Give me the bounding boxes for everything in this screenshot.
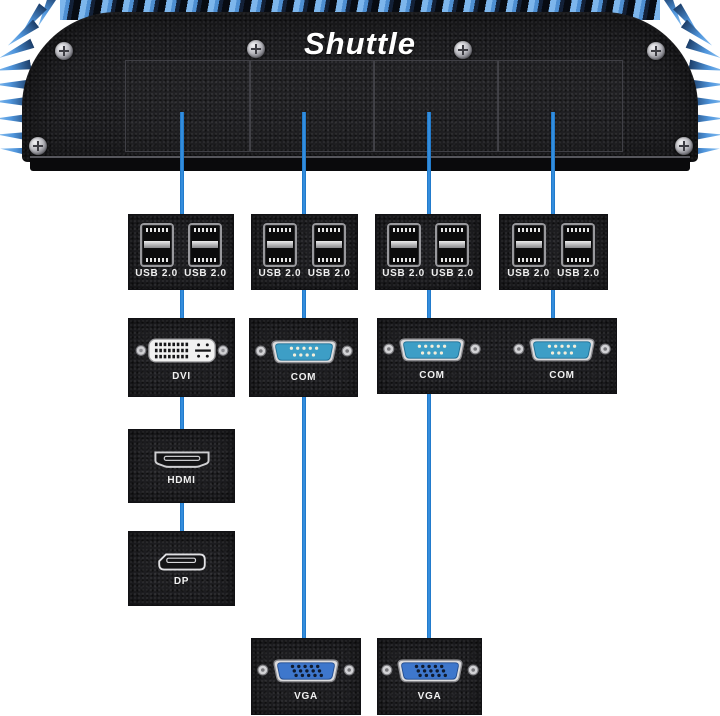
hdmi-port-label: HDMI bbox=[167, 474, 196, 486]
usb-port-unit: USB 2.0 bbox=[431, 225, 474, 279]
usb-port-icon bbox=[264, 225, 295, 265]
usb-port-unit: USB 2.0 bbox=[184, 225, 227, 279]
vga-port-label: VGA bbox=[417, 690, 442, 702]
option-box-usb-3: USB 2.0 USB 2.0 bbox=[376, 215, 480, 289]
option-box-hdmi: HDMI bbox=[129, 430, 234, 502]
heatsink-fin-icon bbox=[690, 96, 720, 107]
heatsink-fin-icon bbox=[690, 79, 720, 90]
dvi-port-label: DVI bbox=[172, 371, 191, 382]
option-box-usb-4: USB 2.0 USB 2.0 bbox=[500, 215, 607, 289]
vga-port-unit: VGA bbox=[256, 652, 356, 702]
option-box-dvi: DVI bbox=[129, 319, 234, 396]
usb-port-label: USB 2.0 bbox=[382, 268, 425, 279]
dp-port-icon bbox=[157, 552, 206, 571]
option-box-usb-2: USB 2.0 USB 2.0 bbox=[252, 215, 357, 289]
option-box-com-2: COM bbox=[250, 319, 357, 396]
connector-line bbox=[302, 289, 306, 321]
usb-port-unit: USB 2.0 bbox=[308, 225, 351, 279]
usb-port-label: USB 2.0 bbox=[507, 268, 550, 279]
usb-port-unit: USB 2.0 bbox=[135, 225, 178, 279]
usb-port-icon bbox=[314, 225, 345, 265]
usb-port-icon bbox=[190, 225, 221, 265]
com-port-label: COM bbox=[290, 371, 317, 383]
screw-icon bbox=[647, 42, 665, 60]
connector-line bbox=[427, 112, 431, 215]
option-box-dp: DP bbox=[129, 532, 234, 605]
device-body: Shuttle bbox=[22, 12, 698, 162]
expansion-slot-4 bbox=[497, 60, 623, 152]
screw-icon bbox=[55, 42, 73, 60]
usb-port-icon bbox=[141, 225, 172, 265]
connector-line bbox=[180, 112, 184, 215]
usb-port-icon bbox=[563, 225, 594, 265]
usb-port-unit: USB 2.0 bbox=[507, 225, 550, 279]
com-port-label: COM bbox=[419, 370, 445, 381]
connector-line bbox=[180, 502, 184, 532]
vga-port-unit: VGA bbox=[380, 652, 480, 702]
device-base bbox=[30, 156, 690, 171]
option-box-vga-3: VGA bbox=[378, 639, 481, 714]
com-port-icon bbox=[254, 339, 353, 363]
expansion-slot-1 bbox=[125, 60, 251, 152]
usb-port-label: USB 2.0 bbox=[307, 268, 351, 279]
com-port-unit: COM bbox=[254, 333, 354, 383]
connector-line bbox=[551, 112, 555, 215]
usb-port-unit: USB 2.0 bbox=[382, 225, 425, 279]
dvi-port-unit: DVI bbox=[134, 333, 230, 382]
option-box-vga-2: VGA bbox=[252, 639, 360, 714]
com-port-unit: COM bbox=[382, 331, 482, 381]
screw-icon bbox=[29, 137, 47, 155]
brand-logo: Shuttle bbox=[303, 26, 417, 61]
dvi-port-icon bbox=[135, 338, 228, 363]
usb-port-label: USB 2.0 bbox=[135, 268, 178, 279]
screw-icon bbox=[247, 40, 265, 58]
vga-port-icon bbox=[257, 658, 355, 682]
usb-port-label: USB 2.0 bbox=[184, 268, 227, 279]
com-port-label: COM bbox=[549, 370, 575, 381]
screw-icon bbox=[454, 41, 472, 59]
hdmi-port-icon bbox=[153, 450, 210, 468]
connector-line bbox=[302, 392, 306, 639]
usb-port-icon bbox=[388, 225, 419, 265]
option-box-usb-1: USB 2.0 USB 2.0 bbox=[129, 215, 233, 289]
screw-icon bbox=[675, 137, 693, 155]
connector-line bbox=[302, 112, 306, 215]
com-port-icon bbox=[513, 338, 611, 362]
vga-port-icon bbox=[380, 658, 479, 682]
usb-port-label: USB 2.0 bbox=[258, 268, 302, 279]
connector-line bbox=[427, 393, 431, 639]
usb-port-label: USB 2.0 bbox=[557, 268, 600, 279]
heatsink-fin-icon bbox=[0, 96, 30, 107]
dp-port-label: DP bbox=[173, 575, 190, 587]
connector-line bbox=[180, 289, 184, 319]
usb-port-icon bbox=[513, 225, 544, 265]
vga-port-label: VGA bbox=[294, 690, 318, 702]
heatsink-fin-icon bbox=[689, 113, 720, 124]
connector-line bbox=[551, 289, 555, 319]
com-port-unit: COM bbox=[512, 331, 612, 381]
heatsink-fin-icon bbox=[0, 113, 31, 124]
option-box-com-34: COM COM bbox=[378, 319, 616, 393]
heatsink-fin-icon bbox=[688, 58, 720, 77]
com-port-icon bbox=[383, 338, 481, 362]
usb-port-label: USB 2.0 bbox=[431, 268, 474, 279]
hdmi-port-unit: HDMI bbox=[151, 447, 213, 486]
connector-line bbox=[180, 397, 184, 430]
usb-port-icon bbox=[437, 225, 468, 265]
usb-port-unit: USB 2.0 bbox=[557, 225, 600, 279]
expansion-slot-3 bbox=[373, 60, 499, 152]
dp-port-unit: DP bbox=[155, 551, 209, 587]
connector-line bbox=[427, 289, 431, 319]
expansion-slot-2 bbox=[249, 60, 375, 152]
heatsink-fin-icon bbox=[0, 79, 30, 90]
usb-port-unit: USB 2.0 bbox=[259, 225, 302, 279]
